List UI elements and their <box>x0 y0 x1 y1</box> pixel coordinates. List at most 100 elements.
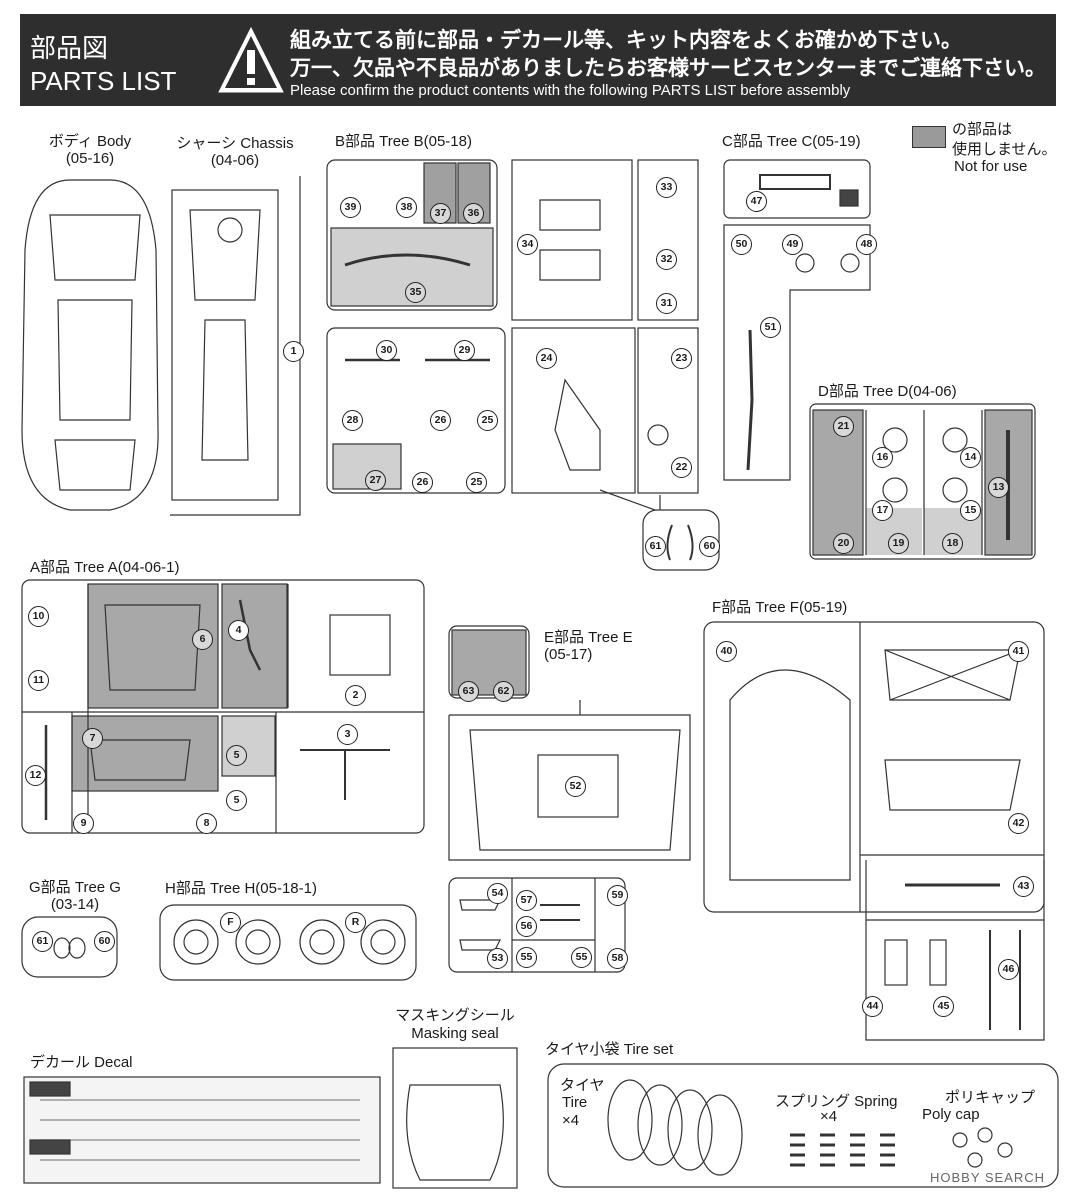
parts-list-header: 部品図 PARTS LIST 組み立てる前に部品・デカール等、キット内容をよくお… <box>20 14 1056 106</box>
part-number: 8 <box>196 813 217 834</box>
body-label: ボディ Body <box>48 133 132 150</box>
part-number: 58 <box>607 948 628 969</box>
part-number: 37 <box>430 203 451 224</box>
part-number: 10 <box>28 606 49 627</box>
tree-c-frame <box>723 159 871 481</box>
part-number: 61 <box>645 536 666 557</box>
part-number: 36 <box>463 203 484 224</box>
tire-label-ja: タイヤ <box>560 1077 605 1094</box>
tree-c-label: C部品 Tree C(05-19) <box>722 133 861 150</box>
warning-icon <box>218 26 284 93</box>
part-number: 2 <box>345 685 366 706</box>
part-number: 60 <box>94 931 115 952</box>
part-number: 23 <box>671 348 692 369</box>
part-number: 55 <box>571 947 592 968</box>
part-number: 15 <box>960 500 981 521</box>
watermark: HOBBY SEARCH <box>930 1170 1046 1185</box>
part-number: 42 <box>1008 813 1029 834</box>
part-number: 16 <box>872 447 893 468</box>
part-number: 60 <box>699 536 720 557</box>
part-number: 33 <box>656 177 677 198</box>
tire-set-illustration <box>547 1063 1059 1188</box>
tree-e-code: (05-17) <box>544 646 593 663</box>
tire-set-label: タイヤ小袋 Tire set <box>545 1041 674 1058</box>
part-number: 26 <box>430 410 451 431</box>
part-number: 25 <box>477 410 498 431</box>
part-number: 44 <box>862 996 883 1017</box>
part-number: 19 <box>888 533 909 554</box>
part-number: 62 <box>493 681 514 702</box>
part-number: 29 <box>454 340 475 361</box>
tree-e-label: E部品 Tree E <box>544 629 633 646</box>
notice-en: Please confirm the product contents with… <box>290 82 851 99</box>
part-number: 1 <box>283 341 304 362</box>
part-number: 31 <box>656 293 677 314</box>
tree-g-code: (03-14) <box>50 896 100 913</box>
part-number: 46 <box>998 959 1019 980</box>
tree-h-frame <box>159 904 417 981</box>
part-number: 18 <box>942 533 963 554</box>
part-number: 51 <box>760 317 781 338</box>
tire-qty: ×4 <box>562 1112 580 1129</box>
part-number: 47 <box>746 191 767 212</box>
polycap-label-ja: ポリキャップ <box>945 1089 1036 1106</box>
part-number: 63 <box>458 681 479 702</box>
spring-label: スプリング Spring <box>775 1093 898 1110</box>
tree-d-frame <box>809 403 1036 560</box>
part-number: 17 <box>872 500 893 521</box>
part-number: 9 <box>73 813 94 834</box>
chassis-code: (04-06) <box>210 152 260 169</box>
part-number: 35 <box>405 282 426 303</box>
part-number: 32 <box>656 249 677 270</box>
part-number: 50 <box>731 234 752 255</box>
decal-label: デカール Decal <box>30 1054 133 1071</box>
part-number: 20 <box>833 533 854 554</box>
part-number: 41 <box>1008 641 1029 662</box>
tree-f-label: F部品 Tree F(05-19) <box>712 599 848 616</box>
part-number: 38 <box>396 197 417 218</box>
tree-a-frame <box>21 579 425 834</box>
part-number: 13 <box>988 477 1009 498</box>
part-number: 43 <box>1013 876 1034 897</box>
part-number: 40 <box>716 641 737 662</box>
masking-label-ja: マスキングシール <box>395 1007 515 1024</box>
notice-ja-1: 組み立てる前に部品・デカール等、キット内容をよくお確かめ下さい。 <box>290 28 962 52</box>
part-number: 34 <box>517 234 538 255</box>
part-number: 49 <box>782 234 803 255</box>
part-number: 3 <box>337 724 358 745</box>
part-number: 57 <box>516 890 537 911</box>
legend-en: Not for use <box>954 158 1028 175</box>
part-number: 52 <box>565 776 586 797</box>
wheel-rear-mark: R <box>345 912 366 933</box>
part-number: 56 <box>516 916 537 937</box>
chassis-label: シャーシ Chassis <box>176 135 294 152</box>
part-number: 22 <box>671 457 692 478</box>
tree-g-frame <box>21 916 118 978</box>
part-number: 55 <box>516 947 537 968</box>
part-number: 12 <box>25 765 46 786</box>
tree-e-small-frame <box>448 877 626 973</box>
part-number: 4 <box>228 620 249 641</box>
part-number: 30 <box>376 340 397 361</box>
tree-b-frame <box>326 159 720 571</box>
body-code: (05-16) <box>65 150 115 167</box>
part-number: 54 <box>487 883 508 904</box>
masking-label-en: Masking seal <box>411 1025 499 1042</box>
legend-ja-1: の部品は <box>952 121 1013 138</box>
tree-d-label: D部品 Tree D(04-06) <box>818 383 957 400</box>
tree-b-label: B部品 Tree B(05-18) <box>335 133 472 150</box>
masking-seal-illustration <box>392 1047 518 1189</box>
spring-qty: ×4 <box>820 1108 838 1125</box>
tree-a-label: A部品 Tree A(04-06-1) <box>30 559 180 576</box>
part-number: 6 <box>192 629 213 650</box>
notice-ja-2: 万一、欠品や不良品がありましたらお客様サービスセンターまでご連絡下さい。 <box>290 56 1046 80</box>
tree-f-frame <box>703 621 1045 1041</box>
tree-g-label: G部品 Tree G <box>29 879 121 896</box>
title-en: PARTS LIST <box>30 66 177 96</box>
part-number: 21 <box>833 416 854 437</box>
part-number: 48 <box>856 234 877 255</box>
part-number: 5 <box>226 790 247 811</box>
part-number: 27 <box>365 470 386 491</box>
not-for-use-swatch <box>912 126 946 148</box>
